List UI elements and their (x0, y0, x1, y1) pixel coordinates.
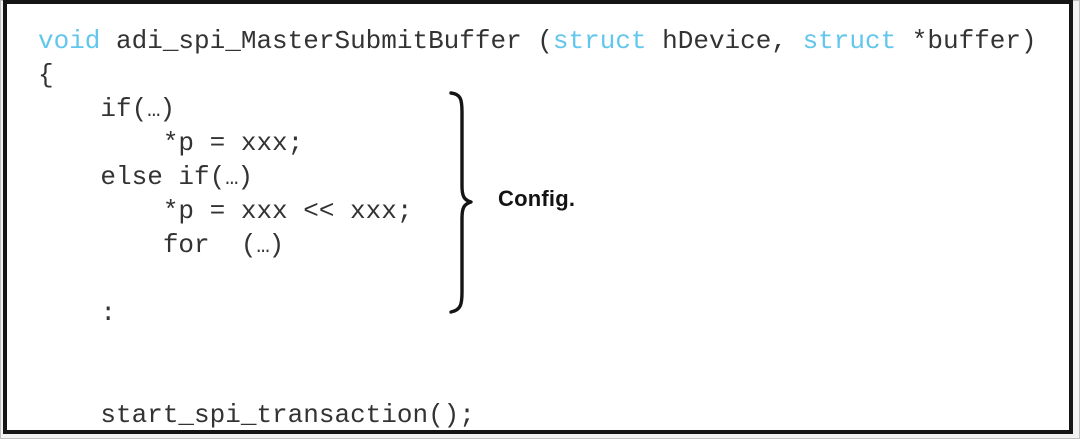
annotation-label-config: Config. (498, 186, 576, 211)
code-ellipsis: … (225, 166, 238, 191)
code-line: if(…) (100, 94, 176, 124)
code-keyword: void (38, 26, 101, 56)
code-ellipsis: … (256, 234, 269, 259)
code-listing: void adi_spi_MasterSubmitBuffer (struct … (38, 24, 1037, 430)
code-keyword: struct (552, 26, 647, 56)
code-line: for (…) (162, 230, 285, 260)
code-surface: void adi_spi_MasterSubmitBuffer (struct … (7, 4, 1069, 430)
code-line: : (100, 298, 117, 328)
code-line: void adi_spi_MasterSubmitBuffer (struct … (38, 26, 1037, 56)
code-line: start_spi_transaction(); (100, 400, 475, 430)
code-keyword: struct (802, 26, 897, 56)
right-curly-brace-icon (445, 90, 475, 315)
code-line: *p = xxx; (162, 128, 304, 158)
code-line: *p = xxx << xxx; (162, 196, 413, 226)
code-line (38, 262, 1037, 296)
code-line (38, 330, 1037, 364)
code-line (38, 364, 1037, 398)
code-line: { (38, 60, 54, 90)
code-line: else if(…) (100, 162, 254, 192)
code-ellipsis: … (147, 98, 160, 123)
